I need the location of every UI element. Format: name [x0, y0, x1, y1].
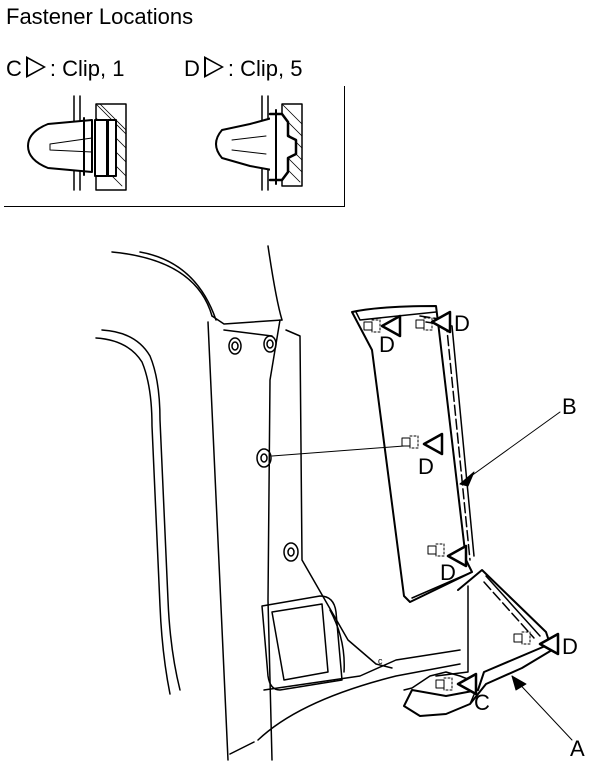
- clip-symbols: [363, 317, 531, 691]
- d-marker-triangle: [538, 632, 560, 656]
- clip-d-symbol: [427, 543, 445, 557]
- callout-d: D: [440, 560, 456, 585]
- legend-clip-c-letter: C: [6, 56, 22, 81]
- legend-clip-c: C : Clip, 1: [6, 56, 124, 82]
- callout-b: B: [562, 394, 577, 419]
- callout-d: D: [454, 311, 470, 336]
- legend-clip-d: D : Clip, 5: [184, 56, 302, 82]
- callout-a: A: [570, 736, 585, 761]
- svg-text:c: c: [378, 656, 383, 666]
- callout-d: D: [379, 332, 395, 357]
- leader-lines: [271, 411, 573, 741]
- c-marker-triangle: [456, 672, 478, 696]
- panel-holes: [228, 335, 299, 562]
- d-marker-triangle: [380, 314, 402, 338]
- callout-labels: D D D D D C B A: [379, 311, 585, 761]
- callout-d: D: [562, 634, 578, 659]
- clip-c-detail: [27, 95, 127, 191]
- d-marker-triangle: [430, 310, 452, 334]
- clip-markers: [380, 310, 560, 696]
- clip-d-symbol: [415, 317, 433, 331]
- legend-clip-d-letter: D: [184, 56, 200, 81]
- fastener-legend-box: [4, 86, 345, 207]
- diagram-title: Fastener Locations: [6, 4, 194, 29]
- lower-bracket: c: [261, 595, 383, 691]
- d-marker-triangle: [422, 432, 444, 456]
- clip-marker-icon: [203, 56, 224, 78]
- clip-d-detail: [215, 95, 303, 191]
- clip-marker-icon: [25, 56, 46, 78]
- callout-d: D: [418, 454, 434, 479]
- clip-d-symbol: [363, 319, 381, 333]
- callout-c: C: [474, 690, 490, 715]
- d-marker-triangle: [446, 544, 468, 568]
- clip-d-symbol: [401, 435, 419, 449]
- clip-d-symbol: [513, 631, 531, 645]
- clip-c-symbol: [435, 677, 453, 691]
- legend-clip-d-text: : Clip, 5: [227, 56, 303, 81]
- legend-clip-c-text: : Clip, 1: [49, 56, 125, 81]
- body-shell: [95, 245, 461, 761]
